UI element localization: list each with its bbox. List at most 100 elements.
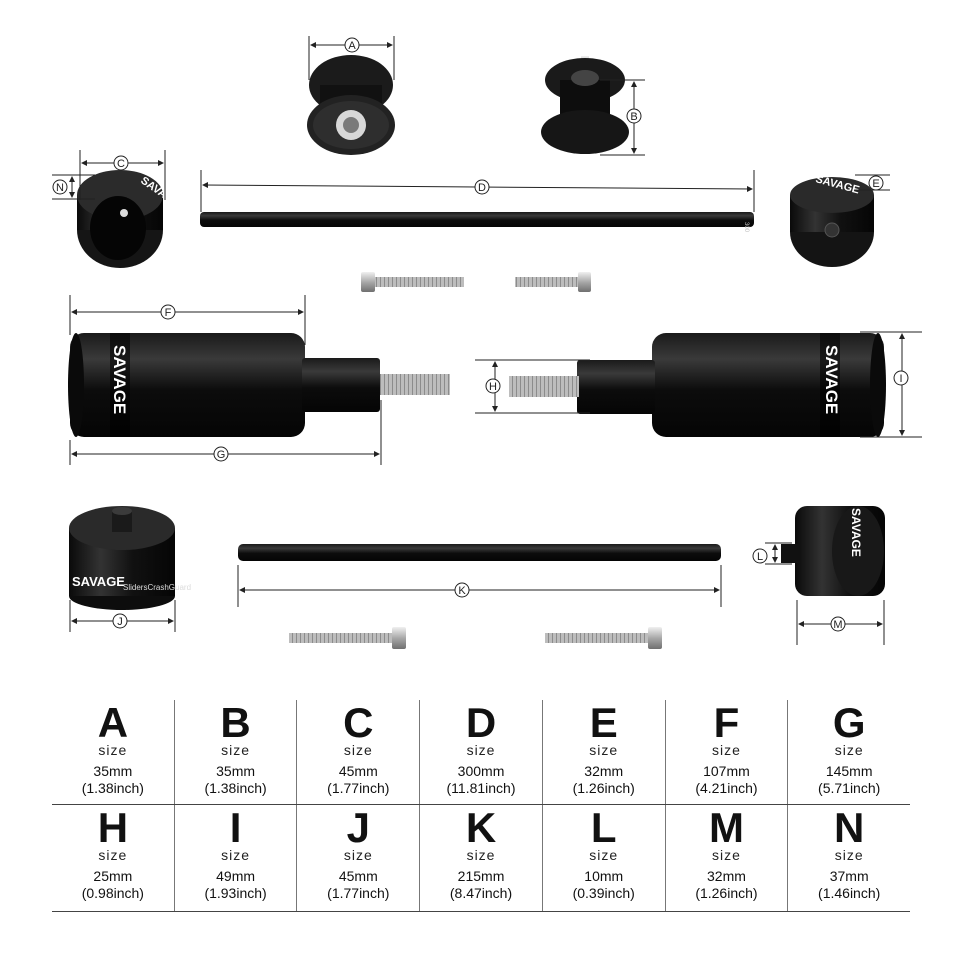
puck-e: SAVAGE: [790, 173, 874, 267]
bolt-long-2: [289, 627, 406, 649]
size-cell-h: H size 25mm (0.98inch): [52, 805, 175, 911]
dimension-f: F: [69, 295, 306, 345]
product-diagram: A B SAVAGE C N 30: [52, 36, 922, 649]
size-cell-i: I size 49mm (1.93inch): [175, 805, 298, 911]
size-letter: L: [590, 804, 617, 851]
dimension-m: M: [796, 600, 885, 645]
size-caption: size: [712, 847, 741, 863]
size-cell-g: G size 145mm (5.71inch): [788, 700, 910, 804]
size-caption: size: [589, 742, 619, 758]
slider-left: SAVAGE: [68, 333, 450, 437]
size-cell-k: K size 215mm (8.47inch): [420, 805, 543, 911]
dim-label-n: N: [56, 182, 64, 194]
size-mm: 25mm: [93, 868, 133, 884]
size-cell-a: A size 35mm (1.38inch): [52, 700, 175, 804]
dimension-l: L: [752, 542, 792, 565]
size-mm: 49mm: [216, 868, 256, 884]
bolt-long-1: [361, 272, 464, 292]
size-cell-n: N size 37mm (1.46inch): [788, 805, 910, 911]
size-mm: 35mm: [93, 763, 133, 779]
spool-a: [307, 55, 395, 155]
dimension-k: K: [237, 565, 722, 607]
size-caption: size: [343, 742, 373, 758]
size-caption: size: [98, 742, 128, 758]
size-letter: N: [834, 804, 865, 851]
dim-label-m: M: [833, 619, 842, 631]
size-inch: (5.71inch): [818, 780, 881, 796]
size-letter: M: [708, 804, 744, 851]
dim-label-g: G: [217, 449, 226, 461]
dim-label-l: L: [757, 551, 763, 563]
size-letter: I: [229, 804, 242, 851]
puck-m: SAVAGE: [781, 506, 885, 596]
dim-label-b: B: [630, 111, 637, 123]
size-letter: D: [465, 699, 497, 746]
dim-label-k: K: [458, 585, 466, 597]
dimension-n: N: [52, 174, 95, 200]
size-letter: H: [97, 804, 129, 851]
size-inch: (0.39inch): [572, 885, 635, 901]
dimension-a: A: [308, 36, 395, 80]
puck-j: SAVAGE SlidersCrashGuard: [69, 506, 191, 610]
dimension-c: C: [79, 150, 166, 200]
size-cell-b: B size 35mm (1.38inch): [175, 700, 298, 804]
size-caption: size: [589, 847, 619, 863]
size-table-row: A size 35mm (1.38inch) B size 35mm (1.38…: [52, 700, 910, 805]
size-inch: (1.38inch): [204, 780, 267, 796]
size-letter: F: [713, 699, 740, 746]
size-mm: 107mm: [703, 763, 750, 779]
rod-d: 300: [200, 212, 754, 233]
dim-label-d: D: [478, 182, 486, 194]
size-caption: size: [466, 847, 496, 863]
size-caption: size: [834, 742, 864, 758]
size-inch: (4.21inch): [695, 780, 758, 796]
rod-k: [238, 544, 721, 561]
dim-label-e: E: [872, 178, 879, 190]
size-inch: (1.38inch): [81, 780, 144, 796]
slider-left-logo: SAVAGE: [110, 345, 129, 414]
size-caption: size: [221, 742, 251, 758]
size-table-row: H size 25mm (0.98inch) I size 49mm (1.93…: [52, 805, 910, 912]
dimension-b: B: [600, 79, 645, 156]
size-letter: B: [220, 699, 251, 746]
size-inch: (1.77inch): [327, 780, 390, 796]
size-mm: 32mm: [707, 868, 746, 884]
size-letter: J: [346, 804, 370, 851]
size-mm: 145mm: [825, 763, 873, 779]
size-mm: 35mm: [216, 763, 256, 779]
dim-label-c: C: [117, 158, 125, 170]
dim-label-j: J: [117, 616, 123, 628]
size-table: A size 35mm (1.38inch) B size 35mm (1.38…: [52, 700, 910, 912]
size-mm: 300mm: [457, 763, 505, 779]
size-inch: (1.26inch): [695, 885, 758, 901]
dimension-g: G: [69, 400, 382, 465]
size-cell-j: J size 45mm (1.77inch): [297, 804, 421, 911]
size-mm: 45mm: [338, 868, 378, 884]
bolt-short-1: [515, 272, 591, 292]
size-inch: (11.81inch): [446, 780, 516, 796]
size-cell-l: L size 10mm (0.39inch): [543, 805, 666, 911]
size-inch: (1.26inch): [572, 780, 635, 796]
dimension-i: I: [860, 331, 922, 438]
dim-label-i: I: [899, 373, 902, 385]
puck-m-logo: SAVAGE: [849, 508, 863, 557]
size-caption: size: [98, 847, 128, 863]
size-cell-c: C size 45mm (1.77inch): [297, 700, 421, 804]
size-cell-m: M size 32mm (1.26inch): [666, 805, 789, 911]
product-diagram-svg: A B SAVAGE C N 30: [52, 36, 922, 649]
size-inch: (1.46inch): [818, 885, 881, 901]
size-inch: (8.47inch): [449, 885, 513, 901]
dim-label-f: F: [165, 307, 172, 319]
puck-j-product: SlidersCrashGuard: [123, 583, 191, 592]
dimension-e: E: [855, 174, 890, 191]
size-mm: 45mm: [338, 763, 378, 779]
size-mm: 32mm: [584, 763, 624, 779]
size-mm: 10mm: [584, 868, 624, 884]
dimension-d: D: [200, 170, 755, 212]
rod-d-marking: 300: [743, 222, 749, 233]
slider-right: SAVAGE: [509, 333, 886, 437]
size-mm: 215mm: [457, 868, 505, 884]
dim-label-a: A: [348, 40, 356, 52]
size-caption: size: [221, 847, 251, 863]
size-cell-d: D size 300mm (11.81inch): [420, 700, 543, 804]
